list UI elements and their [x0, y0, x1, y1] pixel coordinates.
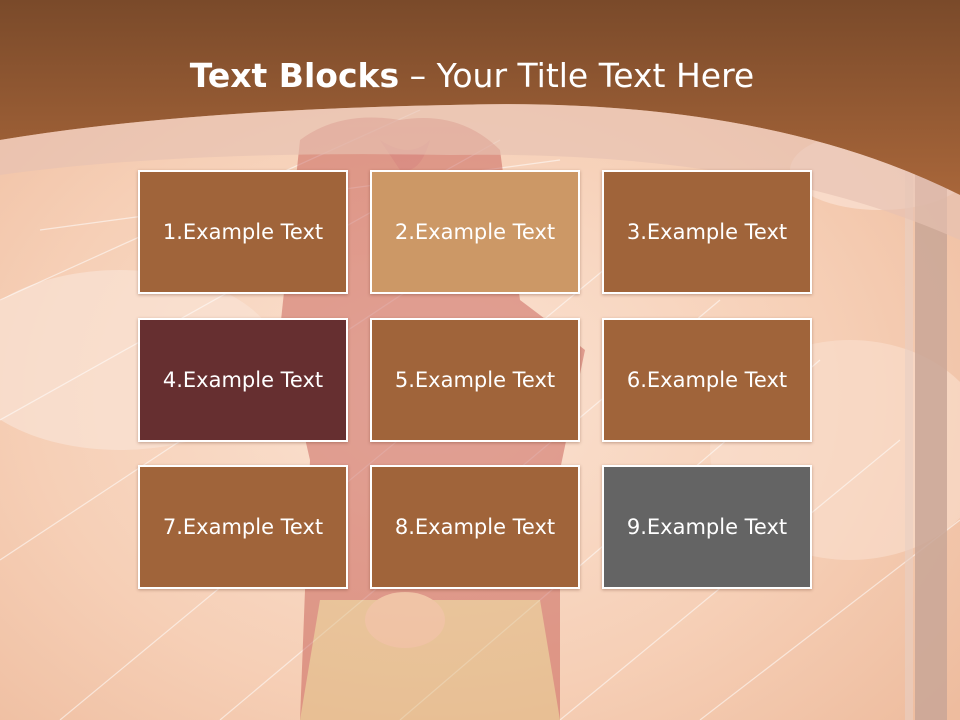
- text-block-6[interactable]: 6.Example Text: [602, 318, 812, 442]
- text-block-5[interactable]: 5.Example Text: [370, 318, 580, 442]
- page-title: Text Blocks – Your Title Text Here: [0, 54, 944, 98]
- text-block-8[interactable]: 8.Example Text: [370, 465, 580, 589]
- text-block-grid: 1.Example Text 2.Example Text 3.Example …: [138, 170, 816, 594]
- title-separator: –: [399, 56, 437, 95]
- text-block-1[interactable]: 1.Example Text: [138, 170, 348, 294]
- text-block-7[interactable]: 7.Example Text: [138, 465, 348, 589]
- title-bold: Text Blocks: [189, 56, 400, 95]
- text-block-2[interactable]: 2.Example Text: [370, 170, 580, 294]
- title-rest: Your Title Text Here: [436, 56, 755, 95]
- text-block-3[interactable]: 3.Example Text: [602, 170, 812, 294]
- text-block-4[interactable]: 4.Example Text: [138, 318, 348, 442]
- text-block-9[interactable]: 9.Example Text: [602, 465, 812, 589]
